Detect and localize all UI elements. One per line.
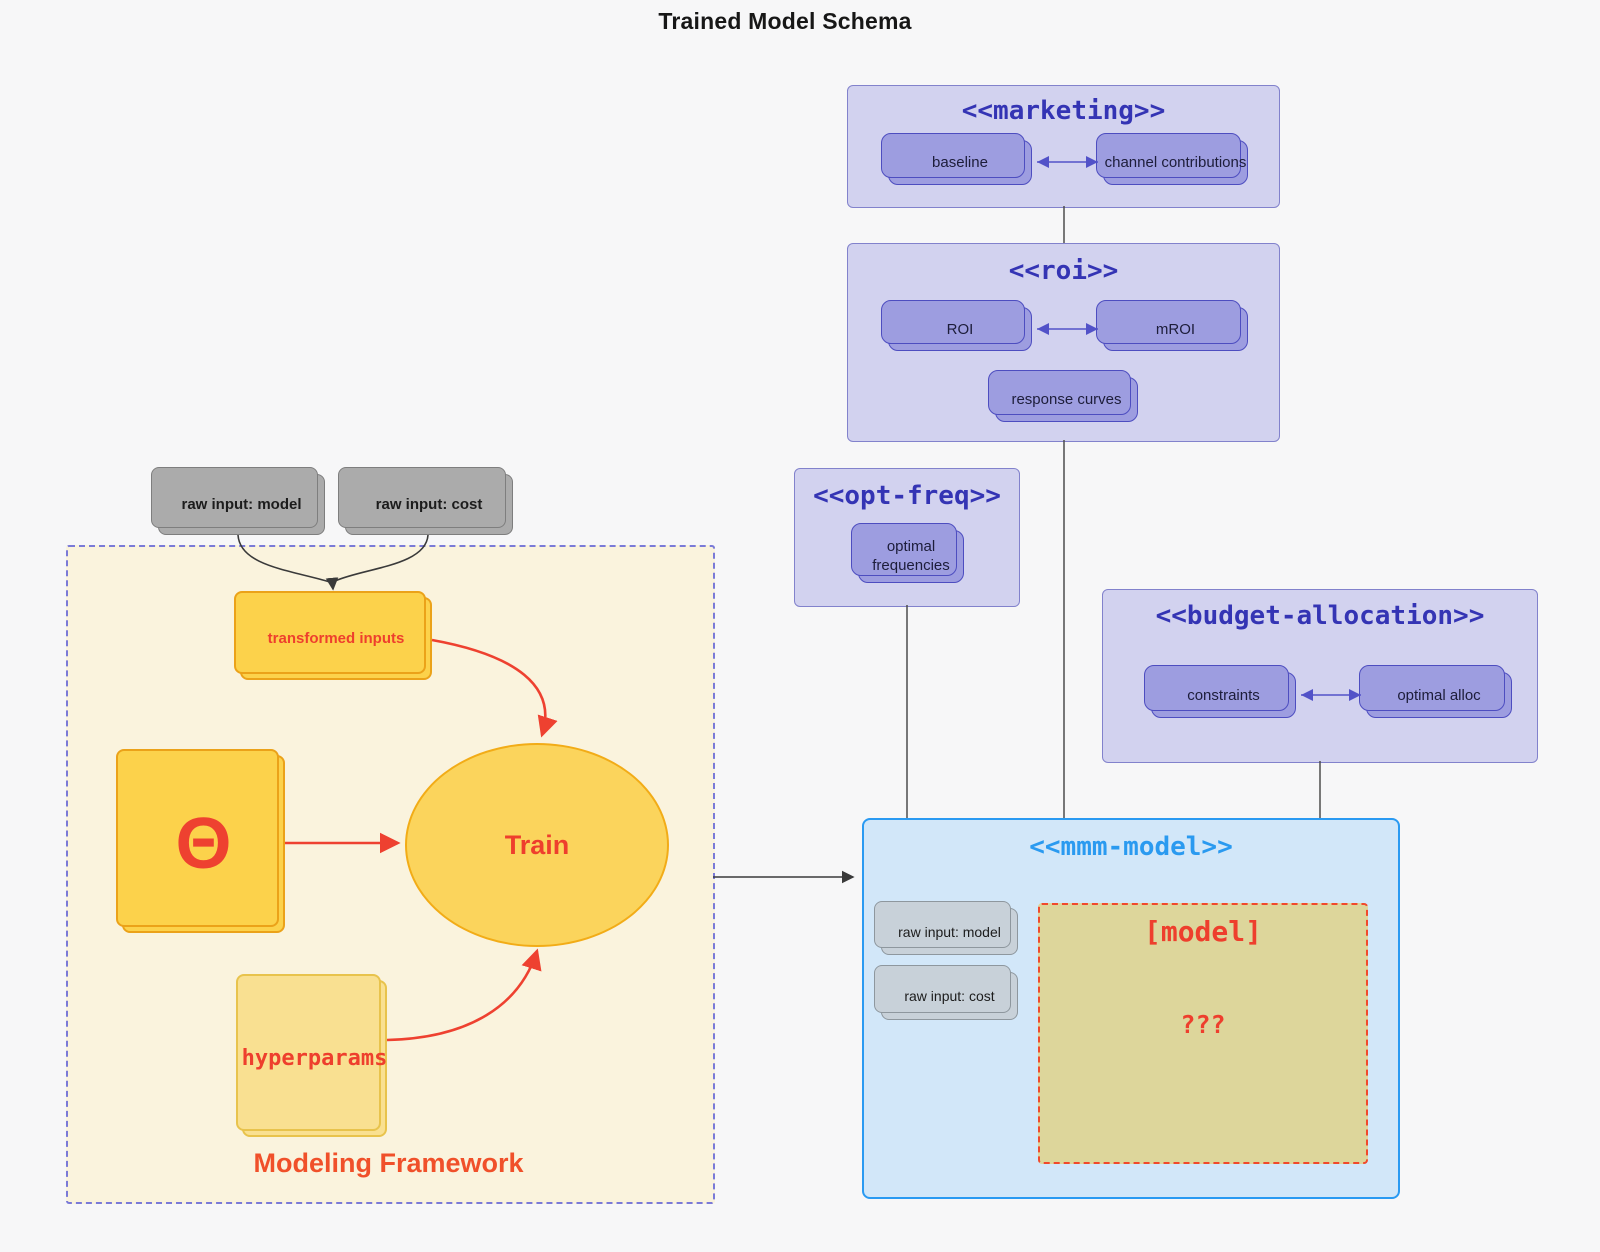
constraints-label: constraints [1187, 686, 1260, 704]
modeling-framework-label: Modeling Framework [253, 1148, 524, 1178]
mmm-model-title: <<mmm-model>> [1029, 832, 1233, 862]
optimal-alloc-label: optimal alloc [1397, 686, 1481, 704]
roi-title: <<roi>> [1008, 256, 1119, 286]
mmm-raw-input-cost-node: raw input: cost [874, 965, 1018, 1020]
optimal-alloc-node: optimal alloc [1359, 665, 1512, 718]
response-curves-node: response curves [988, 370, 1138, 422]
raw-input-model-node: raw input: model [151, 467, 325, 535]
model-placeholder-box: [model] ??? [1038, 903, 1368, 1164]
roi-node: ROI [881, 300, 1032, 351]
mmm-raw-input-model-node: raw input: model [874, 901, 1018, 955]
optimal-frequencies-node: optimal frequencies [851, 523, 964, 583]
model-unknown-label: ??? [1180, 1010, 1226, 1039]
train-node: Train [405, 743, 669, 947]
marketing-title: <<marketing>> [961, 96, 1166, 126]
page-title: Trained Model Schema [658, 8, 912, 34]
budget-allocation-title: <<budget-allocation>> [1155, 601, 1485, 631]
theta-label: Θ [175, 804, 232, 884]
hyperparams-label: hyperparams [241, 1046, 388, 1071]
opt-freq-title: <<opt-freq>> [813, 481, 1001, 511]
mmm-raw-input-model-label: raw input: model [898, 923, 1001, 940]
channel-contributions-label: channel contributions [1104, 154, 1247, 171]
raw-input-cost-label: raw input: cost [375, 496, 483, 513]
raw-input-model-label: raw input: model [181, 496, 302, 513]
mroi-node: mROI [1096, 300, 1248, 351]
channel-contributions-node: channel contributions [1096, 133, 1248, 185]
mroi-label: mROI [1155, 320, 1196, 338]
optimal-frequencies-label: optimal frequencies [872, 537, 950, 574]
mmm-raw-input-cost-label: raw input: cost [904, 988, 995, 1004]
raw-input-cost-node: raw input: cost [338, 467, 513, 535]
baseline-label: baseline [932, 154, 988, 171]
constraints-node: constraints [1144, 665, 1296, 718]
baseline-node: baseline [881, 133, 1032, 185]
transformed-inputs-label: transformed inputs [267, 630, 405, 647]
roi-label: ROI [946, 320, 974, 338]
train-label: Train [504, 829, 570, 860]
response-curves-label: response curves [1011, 391, 1122, 408]
model-placeholder-label: [model] [1143, 915, 1262, 948]
theta-node: Θ [116, 749, 285, 933]
transformed-inputs-node: transformed inputs [234, 591, 432, 680]
hyperparams-node: hyperparams [236, 974, 388, 1137]
